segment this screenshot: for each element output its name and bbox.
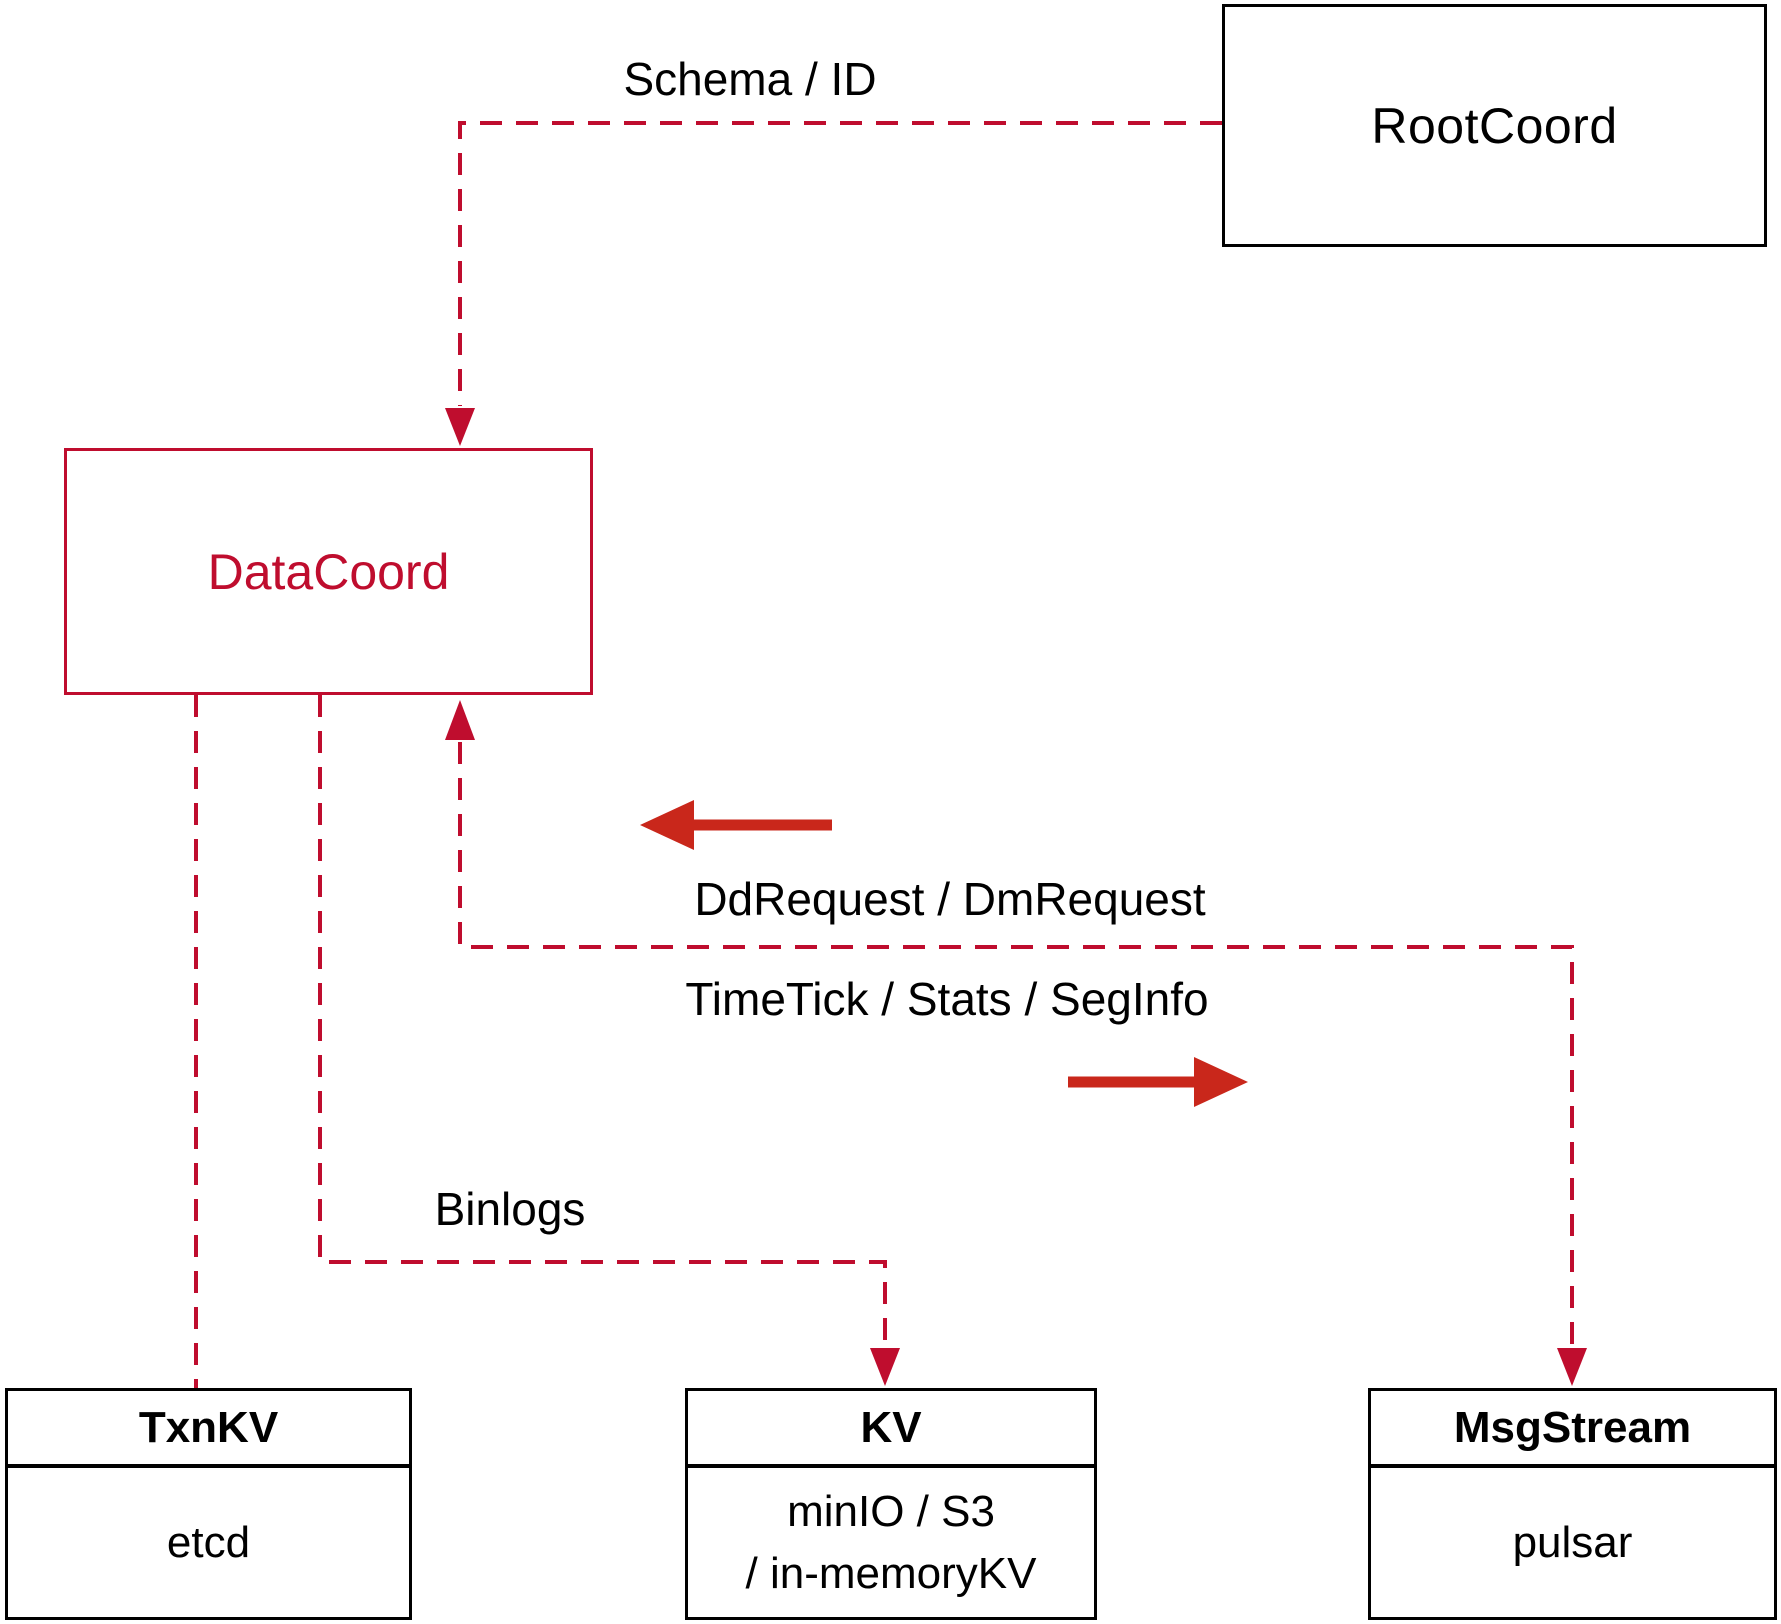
arrowhead-down-into-msgstream-icon <box>1557 1348 1587 1386</box>
arrowhead-down-into-datacoord-icon <box>445 408 475 446</box>
arrowhead-down-into-kv-icon <box>870 1348 900 1386</box>
edge-label-schema-id: Schema / ID <box>623 53 877 105</box>
msgstream-body-label: pulsar <box>1512 1517 1633 1567</box>
rootcoord-node: RootCoord <box>1222 4 1767 247</box>
msgstream-title: MsgStream <box>1371 1391 1774 1468</box>
rootcoord-label: RootCoord <box>1371 97 1618 154</box>
kv-title: KV <box>688 1391 1094 1468</box>
edge-schema-id-line <box>458 121 1222 406</box>
left-direction-arrowhead-icon <box>640 800 694 850</box>
kv-body-line1: minIO / S3 <box>787 1486 995 1536</box>
right-direction-arrowhead-icon <box>1194 1057 1248 1107</box>
kv-node: KV minIO / S3 / in-memoryKV <box>685 1388 1097 1620</box>
edge-msgstream-datacoord-line <box>458 742 1574 1346</box>
txnkv-node: TxnKV etcd <box>5 1388 412 1620</box>
txnkv-title: TxnKV <box>8 1391 409 1468</box>
edge-label-ddrequest-dmrequest: DdRequest / DmRequest <box>694 873 1206 925</box>
msgstream-node: MsgStream pulsar <box>1368 1388 1777 1620</box>
arrowhead-up-into-datacoord-icon <box>445 700 475 740</box>
kv-body-line2: / in-memoryKV <box>745 1548 1037 1598</box>
datacoord-node: DataCoord <box>64 448 593 695</box>
edge-label-binlogs: Binlogs <box>434 1183 586 1235</box>
datacoord-label: DataCoord <box>207 543 450 600</box>
txnkv-body-label: etcd <box>166 1517 251 1567</box>
edge-label-timetick-stats-seginfo: TimeTick / Stats / SegInfo <box>685 973 1209 1025</box>
